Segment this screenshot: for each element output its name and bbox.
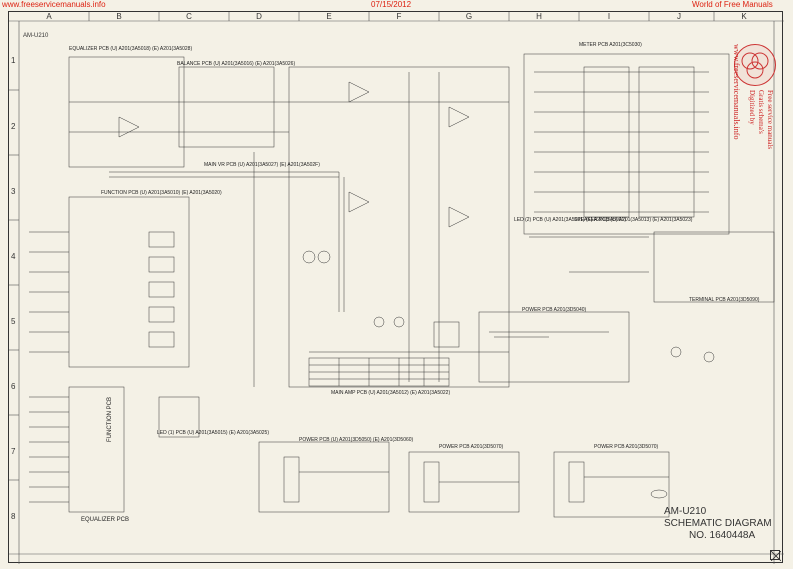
terminal-pcb-label: TERMINAL PCB A201(3D5090) [689,297,760,303]
watermark-line2: Gratis schema's [757,90,765,134]
row-5: 5 [11,317,16,326]
col-e: E [326,12,332,21]
watermark-logo-icon [734,44,776,86]
rings-icon [741,52,769,79]
site-name[interactable]: World of Free Manuals [692,0,773,9]
col-g: G [465,12,473,21]
watermark-line1: Free service manuals [766,90,774,150]
site-header: www.freeservicemanuals.info 07/15/2012 W… [0,0,793,11]
col-f: F [396,12,402,21]
led2-pcb-label: LED (2) PCB (U) A201(3A5031) (E) A201(3A… [514,217,626,223]
row-4: 4 [11,252,16,261]
watermark-stamp: Free service manuals Gratis schema's Dig… [728,44,780,160]
row-2: 2 [11,122,16,131]
col-i: I [607,12,611,21]
speaker-pcb-label: SPEAKER PCB (U) A201(3A5013) (E) A201(3A… [574,217,693,223]
circuit-drawing [9,12,784,564]
function-pcb-side-label: FUNCTION PCB [107,397,113,442]
site-url[interactable]: www.freeservicemanuals.info [2,0,106,9]
watermark-line3: Digitized by [748,90,756,125]
equalizer-pcb-label: EQUALIZER PCB (U) A201(3A5018) (E) A201(… [69,46,193,52]
cross-icon [771,551,781,561]
main-vr-pcb-label: MAIN VR PCB (U) A201(3A5027) (E) A201(3A… [204,162,320,168]
title-text: SCHEMATIC DIAGRAM [664,518,772,529]
row-6: 6 [11,382,16,391]
column-labels-top: A B C D E F G H I J K [9,12,782,21]
date-stamp: 07/15/2012 [371,0,412,9]
main-amp-pcb-label: MAIN AMP PCB (U) A201(3A5012) (E) A201(3… [331,390,451,396]
watermark-url: www.freeservicemanuals.info [732,44,741,140]
col-d: D [256,12,262,21]
col-h: H [536,12,542,21]
row-3: 3 [11,187,16,196]
power-pcb-c-label: POWER PCB A201(3D5070) [594,444,659,450]
power-pcb-b-label: POWER PCB A201(3D5070) [439,444,504,450]
function-pcb-label: FUNCTION PCB (U) A201(3A5010) (E) A201(3… [101,190,222,196]
col-a: A [46,12,52,21]
title-number: NO. 1640448A [689,530,756,541]
row-8: 8 [11,512,16,521]
model-tag-top: AM-U210 [23,33,49,39]
schematic-sheet: A B C D E F G H I J K 1 2 3 4 5 6 7 8 [8,11,784,564]
col-b: B [116,12,122,21]
power-pcb-main-label: POWER PCB A201(3D5040) [522,307,587,313]
power-pcb-a-label: POWER PCB (U) A201(3D5050) (E) A201(3D50… [299,437,414,443]
balance-pcb-label: BALANCE PCB (U) A201(3A5016) (E) A201(3A… [177,61,296,67]
col-j: J [677,12,681,21]
corner-cross-mark [770,550,781,561]
meter-pcb-label: METER PCB A201(3C5030) [579,42,642,48]
equalizer-pcb-bottom-label: EQUALIZER PCB [81,517,130,523]
row-1: 1 [11,56,16,65]
title-model: AM-U210 [664,506,707,517]
col-k: K [741,12,747,21]
led1-pcb-label: LED (1) PCB (U) A201(3A5015) (E) A201(3A… [157,430,269,436]
col-c: C [186,12,192,21]
row-7: 7 [11,447,16,456]
